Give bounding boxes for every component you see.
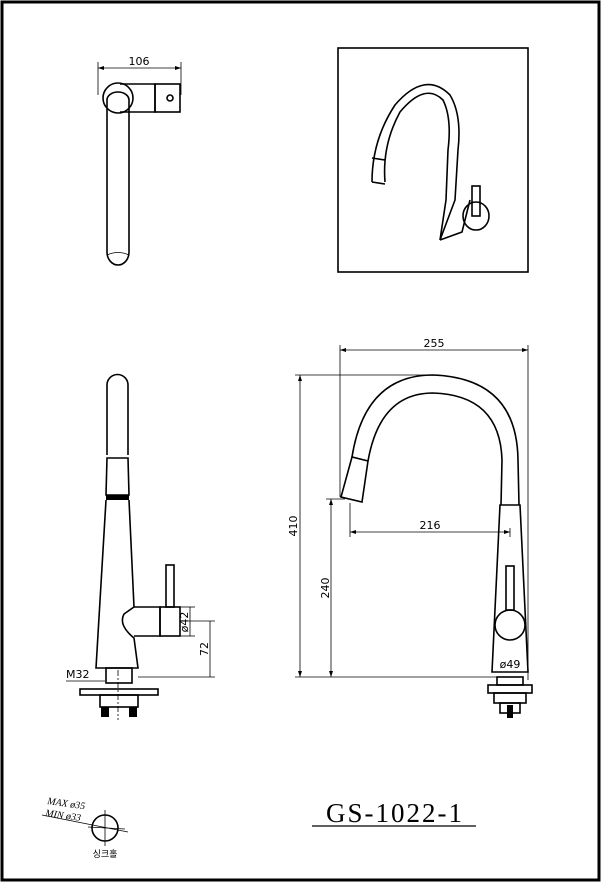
dim-handle-diameter: ø42 — [178, 612, 191, 633]
dim-overall-height: 410 — [287, 516, 300, 537]
sink-hole-note: MAX ø35 MIN ø33 싱크홀 — [41, 796, 129, 860]
dim-body-diameter: ø49 — [500, 658, 521, 671]
side-view: ø42 72 M32 — [66, 373, 215, 720]
front-view: 255 410 240 216 ø49 — [287, 337, 533, 718]
sink-hole-max: MAX ø35 — [46, 796, 86, 812]
dim-spout-height: 240 — [319, 578, 332, 599]
dim-overall-reach: 255 — [424, 337, 445, 350]
model-number: GS-1022-1 — [326, 798, 464, 828]
dim-handle-height: 72 — [198, 642, 211, 656]
perspective-view — [337, 47, 529, 273]
dim-spout-reach: 216 — [420, 519, 441, 532]
dim-top-width: 106 — [129, 55, 150, 68]
sink-hole-caption: 싱크홀 — [93, 848, 118, 860]
dim-thread: M32 — [66, 668, 90, 681]
sink-hole-min: MIN ø33 — [44, 808, 82, 824]
top-view: 106 — [97, 55, 182, 266]
